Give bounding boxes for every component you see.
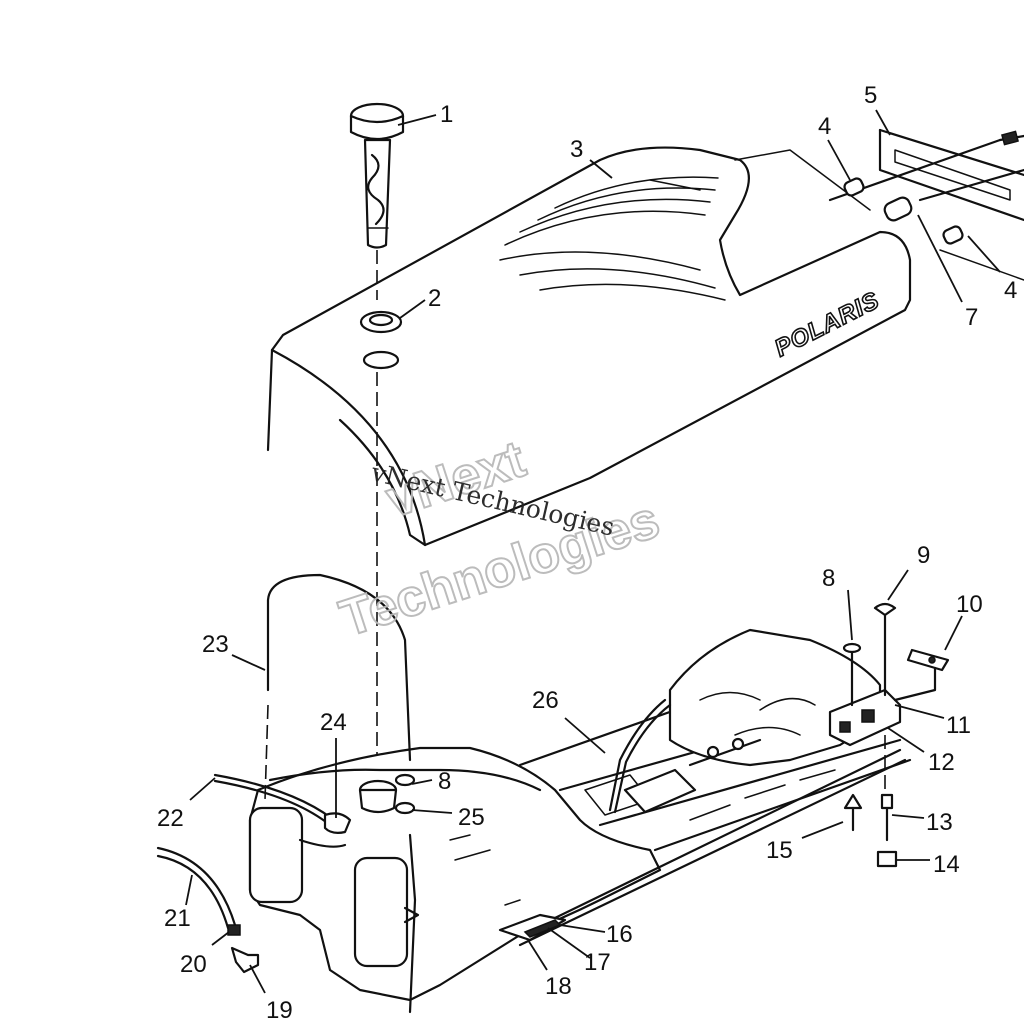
- callout-1: 1: [440, 101, 453, 128]
- callout-12: 12: [928, 749, 955, 776]
- callout-20: 20: [180, 951, 207, 978]
- callout-24: 24: [320, 709, 347, 736]
- fuel-hose: [156, 846, 237, 927]
- callout-13: 13: [926, 809, 953, 836]
- tank-mount: [323, 812, 352, 834]
- frame-part: [498, 628, 912, 947]
- latch-assembly-part: [828, 602, 950, 868]
- rear-bracket-part: [828, 128, 1024, 281]
- callout-16: 16: [606, 921, 633, 948]
- callout-4-right: 4: [1004, 277, 1017, 304]
- callout-14: 14: [933, 851, 960, 878]
- leader-lines: [185, 109, 1001, 994]
- callout-15: 15: [766, 837, 793, 864]
- nut-tank: [394, 801, 416, 815]
- callout-4-top: 4: [818, 113, 831, 140]
- washer-tank: [394, 773, 416, 787]
- callout-25: 25: [458, 804, 485, 831]
- callout-18: 18: [545, 973, 572, 1000]
- grommet-part: [359, 310, 403, 334]
- fuel-tank-part: [248, 746, 662, 1014]
- callout-3: 3: [570, 136, 583, 163]
- callout-7: 7: [965, 304, 978, 331]
- callout-23: 23: [202, 631, 229, 658]
- callout-26: 26: [532, 687, 559, 714]
- callout-19: 19: [266, 997, 293, 1024]
- callout-21: 21: [164, 905, 191, 932]
- callout-8-latch: 8: [822, 565, 835, 592]
- callout-2: 2: [428, 285, 441, 312]
- callout-11: 11: [946, 712, 971, 739]
- callout-8-tank: 8: [438, 768, 451, 795]
- callout-17: 17: [584, 949, 611, 976]
- callout-5: 5: [864, 82, 877, 109]
- fuel-fitting: [230, 946, 260, 974]
- seat-bolt: [883, 196, 913, 222]
- callout-9: 9: [917, 542, 930, 569]
- callout-10: 10: [956, 591, 983, 618]
- tank-strap-rod: [266, 573, 412, 762]
- callout-labels: 1 2 3 4 5 4 7 8 9 10 11 12 13 14 15 16 1…: [157, 82, 1017, 1024]
- bushing-left: [843, 177, 865, 197]
- bushing-right: [942, 225, 964, 245]
- fuel-cap-part: [349, 102, 405, 249]
- callout-22: 22: [157, 805, 184, 832]
- seat-part: POLARIS: [266, 146, 912, 547]
